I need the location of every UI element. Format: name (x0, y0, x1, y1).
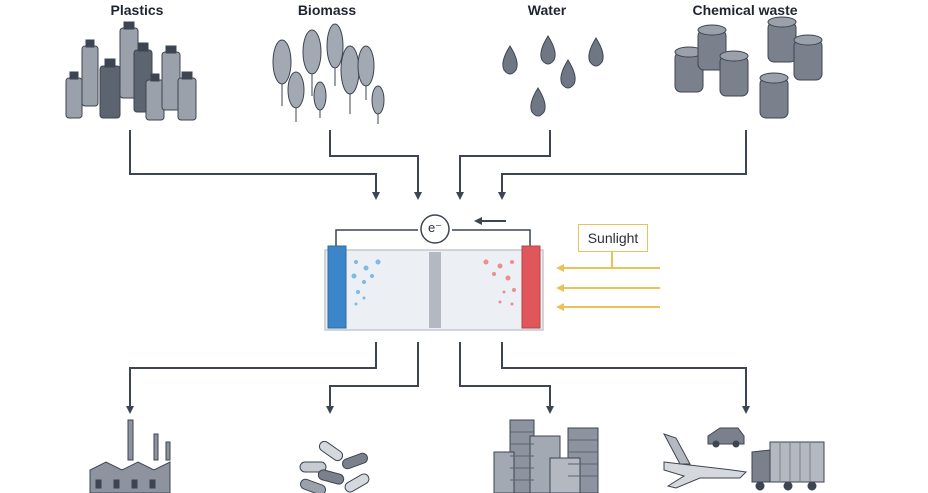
arrow-water (456, 130, 551, 200)
arrow-to-pharma (326, 342, 419, 414)
membrane (429, 252, 441, 328)
buildings-icon (493, 419, 599, 493)
barrels-icon (674, 16, 823, 119)
pills-icon (299, 440, 370, 493)
anode (327, 245, 347, 329)
sunlight-label: Sunlight (578, 224, 648, 252)
plastic-bottles-icon (65, 21, 197, 121)
label-water: Water (527, 2, 567, 18)
label-plastics: Plastics (110, 2, 164, 18)
label-chemical-waste: Chemical waste (692, 2, 798, 18)
electrochemical-cell (324, 214, 544, 331)
water-drops-icon (502, 35, 604, 117)
arrow-to-construction (459, 342, 554, 414)
sunlight-rays (556, 250, 660, 311)
arrow-chemical-waste (498, 130, 747, 200)
transport-icon (662, 427, 825, 491)
arrow-to-transport (501, 342, 750, 414)
anode-bubbles (351, 259, 381, 306)
electron-label: e⁻ (427, 220, 443, 235)
external-circuit (335, 229, 531, 248)
cathode-bubbles (483, 259, 516, 306)
arrow-to-industry (126, 342, 377, 414)
label-biomass: Biomass (297, 2, 357, 18)
arrow-plastics (129, 130, 380, 200)
factory-icon (89, 419, 171, 493)
electron-node (420, 214, 450, 244)
cathode (521, 245, 541, 329)
arrow-biomass (329, 130, 422, 200)
trees-icon (272, 23, 385, 124)
